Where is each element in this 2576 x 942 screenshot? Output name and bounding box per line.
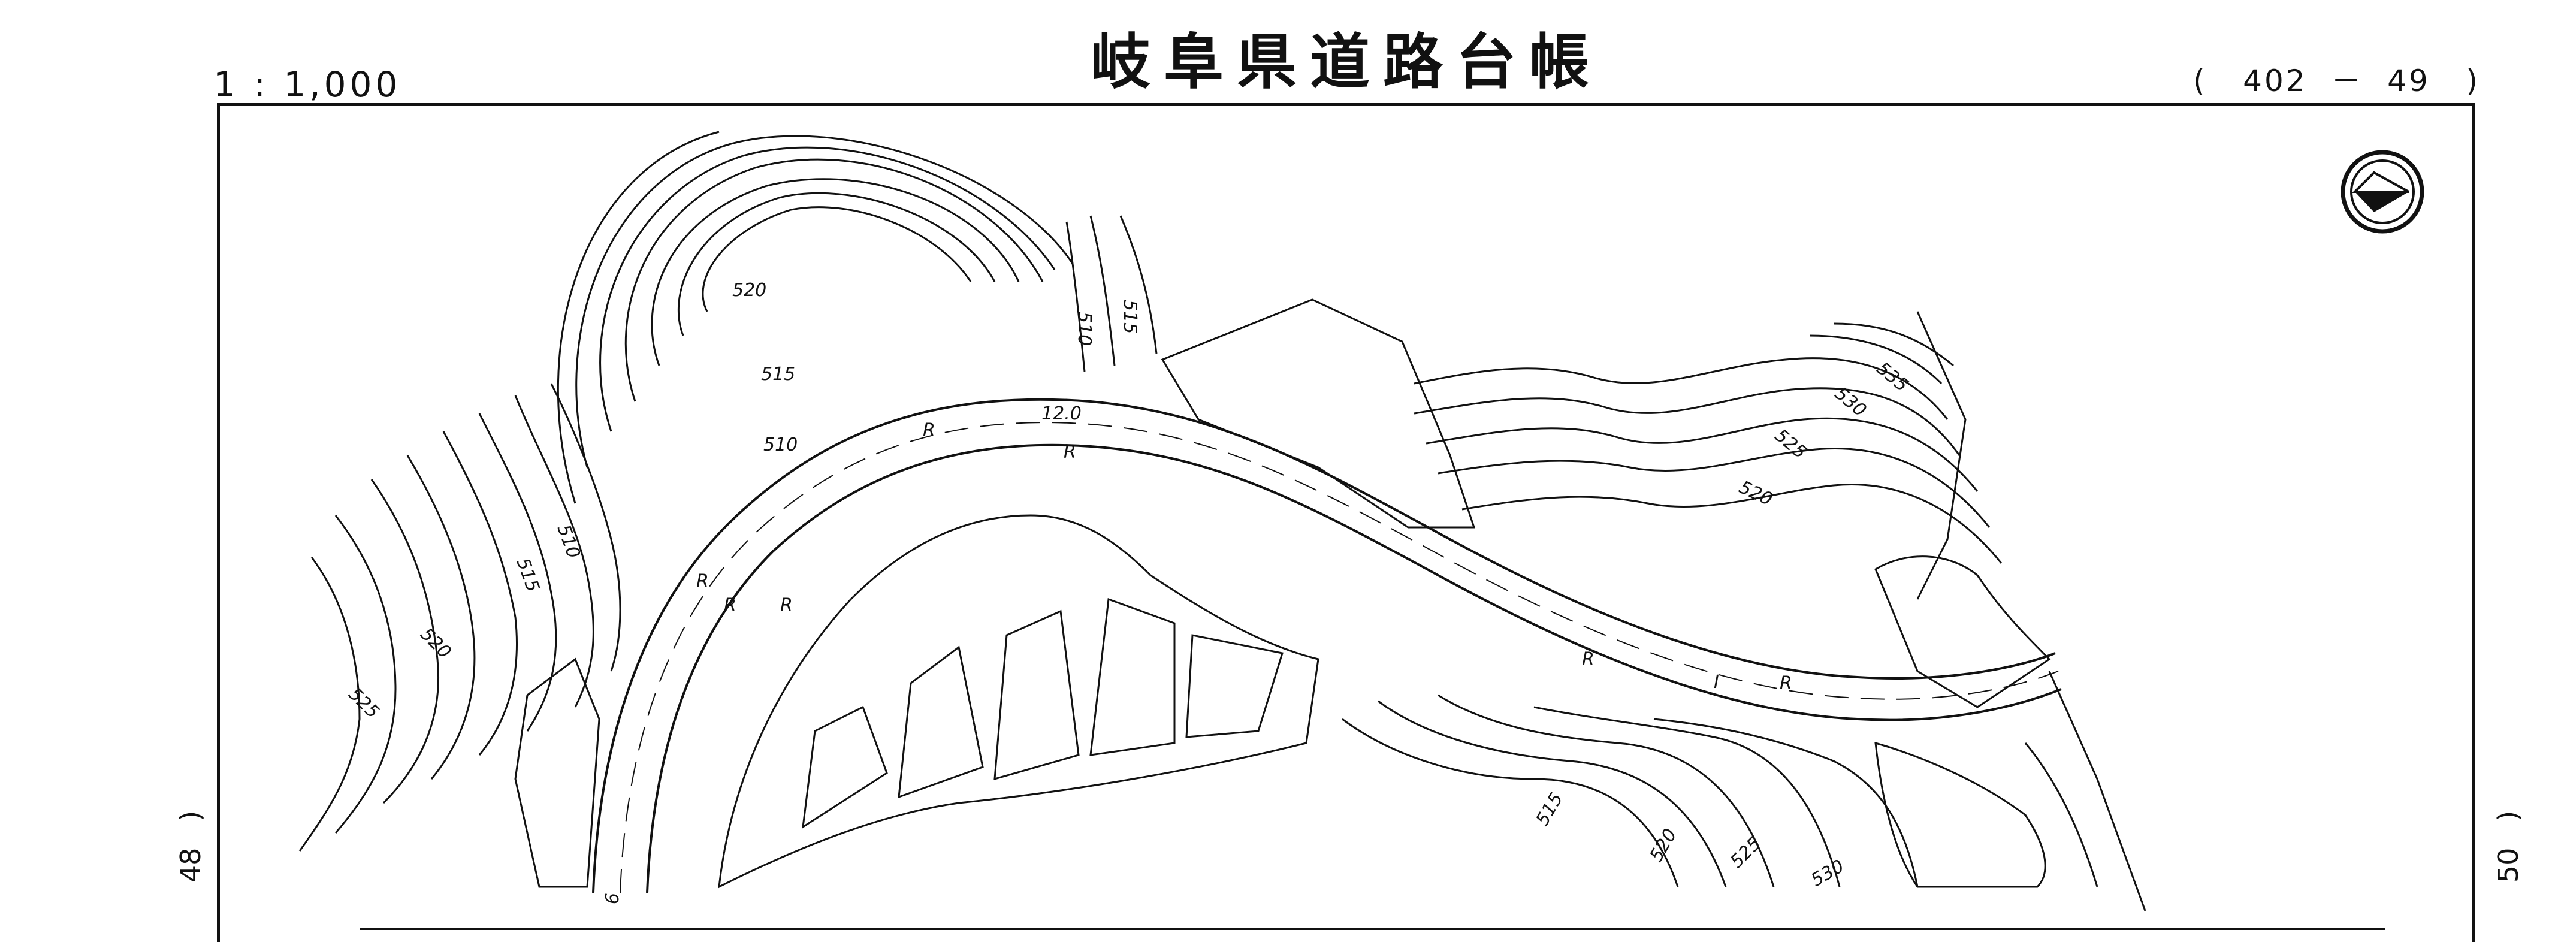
contour-label: 515 — [761, 364, 795, 385]
map-frame — [217, 103, 2475, 942]
contour-lines-upper-left — [557, 131, 1158, 504]
sheet-number: ( 402 － 49 ) — [2193, 64, 2480, 98]
road-label: R — [923, 420, 935, 441]
contour-labels: 520 515 510 510 515 510 515 520 525 535 … — [344, 280, 1912, 904]
contour-label: 520 — [1736, 477, 1776, 511]
north-arrow-icon — [2341, 150, 2424, 234]
contour-label: 535 — [1873, 358, 1912, 396]
road-label: I — [1714, 672, 1719, 693]
contour-label: 510 — [763, 434, 798, 455]
contour-lines-lower-right — [1342, 694, 2098, 887]
road-label: R — [724, 595, 736, 616]
page-title: 岐阜県道路台帳 — [1091, 27, 1602, 97]
road-label: R — [1780, 673, 1792, 694]
contour-label: 520 — [732, 280, 766, 301]
map-scale: 1 : 1,000 — [213, 64, 401, 105]
contour-label: 510 — [1074, 312, 1095, 346]
contour-label: 525 — [1726, 833, 1765, 872]
contour-lines-upper-right — [1414, 322, 2003, 564]
contour-lines-left — [298, 383, 621, 852]
road-label: R — [1064, 442, 1076, 463]
road-label: R — [696, 571, 709, 592]
road-width-label: 12.0 — [1041, 403, 1082, 424]
contour-label: 515 — [512, 555, 543, 595]
road-labels: 12.0 R R R R R R I R — [696, 403, 1792, 694]
contour-label: 530 — [1808, 856, 1848, 891]
contour-label: 9 — [600, 893, 621, 904]
contour-label: 510 — [552, 522, 584, 561]
hill-polygons — [514, 298, 2146, 911]
contour-label: 520 — [416, 624, 455, 663]
contour-label: 520 — [1646, 825, 1681, 865]
terrace-areas — [718, 514, 1319, 889]
contour-label: 515 — [1119, 300, 1140, 334]
contour-label: 525 — [344, 684, 383, 723]
road-label: R — [780, 595, 793, 616]
contour-label: 515 — [1532, 789, 1568, 829]
road-label: R — [1582, 649, 1594, 670]
contour-label: 525 — [1771, 425, 1810, 463]
